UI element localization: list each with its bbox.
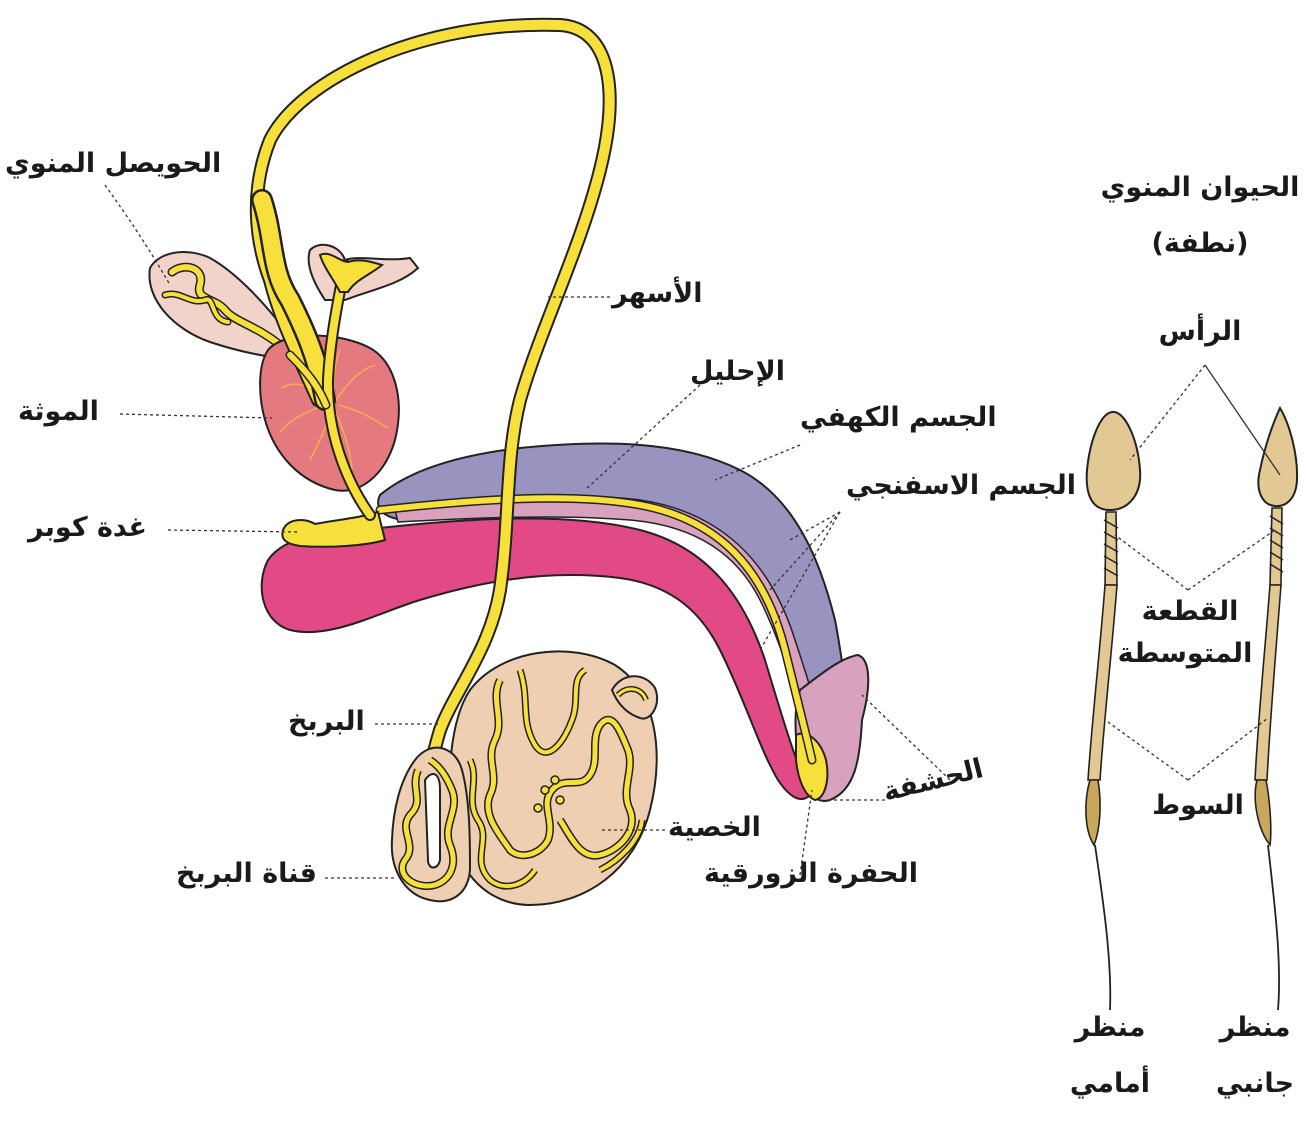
urethra-duct xyxy=(377,495,815,763)
label-testis: الخصية xyxy=(668,812,761,843)
leader-lines xyxy=(104,184,1281,879)
label-sperm-tail: السوط xyxy=(1152,790,1244,821)
label-navicular-fossa: الحفرة الزورقية xyxy=(704,858,919,889)
label-side-view-line2: جانبي xyxy=(1215,1068,1295,1099)
corpus-spongiosum-shape xyxy=(260,517,812,800)
label-vas-deferens: الأسهر xyxy=(612,278,703,309)
label-front-view-line2: أمامي xyxy=(1069,1068,1151,1099)
label-sperm-title: الحيوان المنوي xyxy=(1100,172,1300,203)
cowper-gland-shape xyxy=(281,510,387,548)
label-side-view-line1: منظر xyxy=(1219,1012,1291,1043)
label-front-view-line1: منظر xyxy=(1074,1012,1146,1043)
label-epididymis: البربخ xyxy=(288,706,365,737)
label-sperm-midpiece-line1: القطعة xyxy=(1141,596,1239,627)
ejaculatory-duct xyxy=(287,352,329,408)
prostatic-urethra-duct xyxy=(323,261,374,519)
label-seminal-vesicle: الحويصل المنوي xyxy=(5,148,222,179)
label-sperm-head: الرأس xyxy=(1158,316,1242,347)
label-sperm-subtitle: (نطفة) xyxy=(1151,228,1249,259)
label-sperm-midpiece-line2: المتوسطة xyxy=(1117,638,1253,669)
bladder-neck-fill xyxy=(318,252,385,293)
label-epididymal-duct: قناة البربخ xyxy=(176,858,317,889)
label-urethra: الإحليل xyxy=(690,356,785,387)
sperm-front-view xyxy=(1085,411,1142,1011)
label-cowper-gland: غدة كوبر xyxy=(28,512,147,543)
epididymis-shape xyxy=(390,746,472,903)
navicular-fossa-shape xyxy=(795,732,829,802)
label-corpus-spongiosum: الجسم الاسفنجي xyxy=(846,470,1077,501)
ampulla-duct xyxy=(253,191,334,409)
seminal-vesicle-shape xyxy=(148,251,292,360)
testis-shape xyxy=(448,650,659,907)
sperm-side-view xyxy=(1254,405,1299,1011)
label-prostate: الموثة xyxy=(18,396,99,427)
label-corpus-cavernosum: الجسم الكهفي xyxy=(800,402,997,433)
